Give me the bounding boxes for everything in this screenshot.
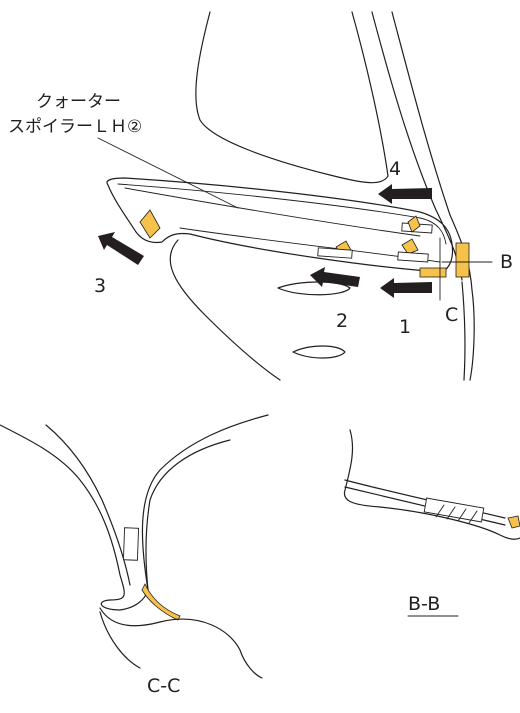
arrow-1 (380, 278, 432, 298)
spoiler-ridge-mid (124, 187, 421, 237)
cc-lower-edge (99, 611, 141, 669)
clip-b-section-right (455, 242, 470, 278)
cc-panel-inner-right (145, 439, 231, 591)
pillar-lower-line (461, 281, 466, 381)
part-leader-line (97, 137, 239, 209)
tab-mid-left (317, 247, 353, 259)
part-label-line1: クォーター (36, 92, 121, 112)
arrow-4 (378, 184, 432, 204)
cc-panel-outer (0, 414, 269, 611)
section-label-c: C (445, 304, 458, 326)
pillar-outer-line (371, 11, 463, 281)
clip-end (139, 209, 161, 239)
bb-body-line (343, 429, 520, 540)
cc-clip-body (122, 527, 140, 561)
removal-arrows (98, 184, 432, 298)
cc-panel-inner (45, 424, 131, 586)
clip-upper (407, 215, 421, 233)
bb-clip (507, 515, 520, 529)
step-label-3: 3 (94, 275, 106, 297)
clip-b-section-left (419, 267, 447, 278)
tab-mid-right (397, 251, 429, 263)
arrow-2 (310, 267, 360, 287)
step-label-4: 4 (389, 158, 401, 180)
section-label-b: B (500, 251, 513, 273)
spoiler-clips (139, 209, 470, 278)
step-label-1: 1 (399, 316, 411, 338)
spoiler-ridge-upper (117, 183, 447, 245)
bb-tape (423, 497, 485, 523)
main-view: クォーター スポイラーＬＨ② 4 3 2 1 B C (8, 11, 513, 381)
cc-lower-trim (99, 607, 263, 679)
bb-spoiler-outer (344, 479, 506, 519)
rear-window-glass (195, 11, 389, 184)
arrow-3 (98, 232, 144, 265)
clip-mid-right (401, 238, 419, 255)
view-label-cc: C-C (147, 675, 180, 697)
bb-hatch-3 (457, 508, 467, 522)
bb-hatch-4 (468, 510, 478, 524)
body-lower-curve (169, 239, 281, 381)
section-cc-view: C-C (0, 414, 269, 697)
cc-seal (141, 583, 181, 621)
bb-hatch-2 (446, 506, 456, 520)
bb-hatch-1 (435, 504, 445, 518)
bb-spoiler-inner (344, 486, 506, 526)
body-aperture-lower (292, 345, 346, 359)
part-label-line2: スポイラーＬＨ② (8, 117, 142, 137)
pillar-inner-line (391, 11, 475, 381)
body-aperture-upper (277, 281, 351, 296)
view-label-bb: B-B (408, 593, 440, 615)
section-bb-view: B-B (343, 429, 520, 617)
step-label-2: 2 (336, 310, 348, 332)
